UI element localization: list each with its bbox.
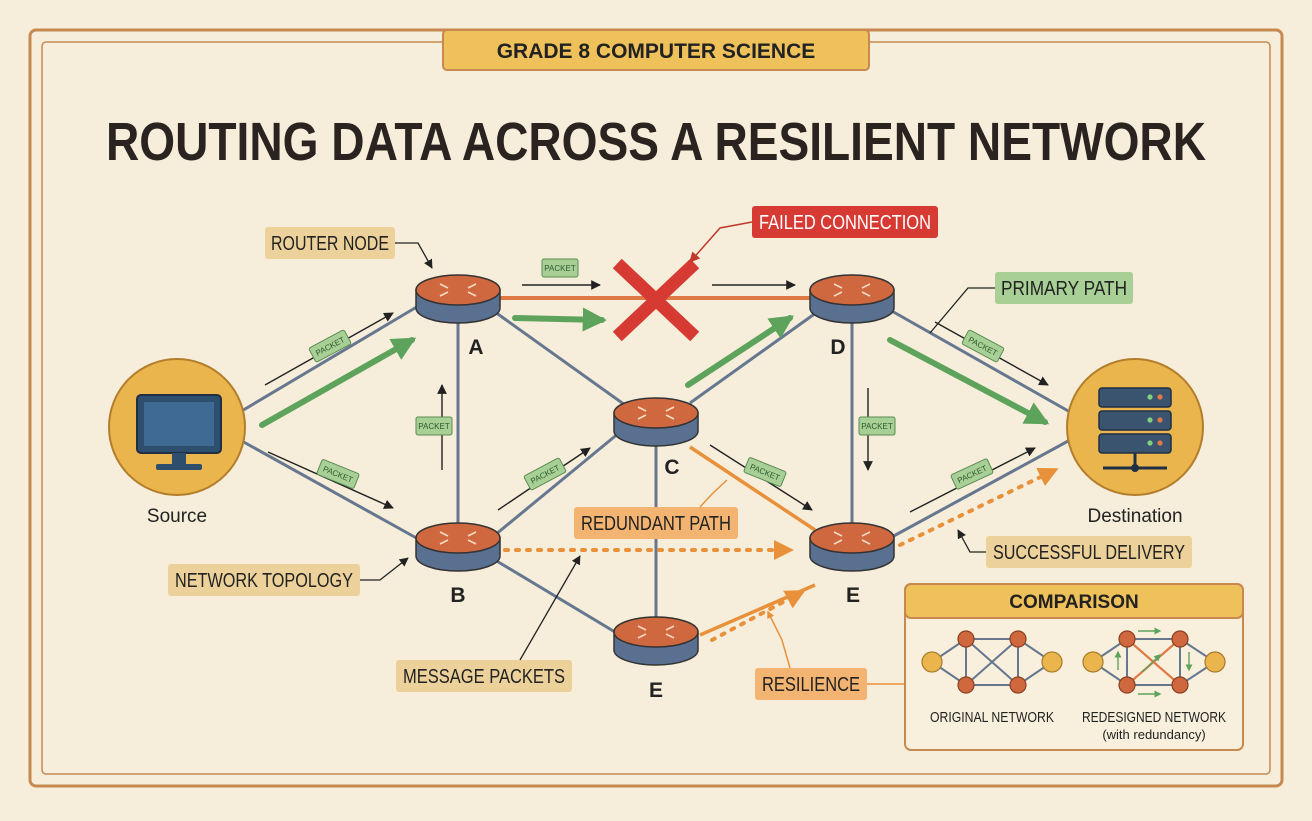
primary-arrow-source-a: [259, 337, 417, 428]
failed-connection-x-icon: [612, 258, 700, 342]
link-b-c: [494, 426, 626, 537]
svg-text:PACKET: PACKET: [418, 422, 450, 431]
source-node: [108, 358, 246, 496]
subject-text: GRADE 8 COMPUTER SCIENCE: [497, 40, 816, 63]
router-b: [415, 522, 501, 572]
callout-primary-path-text: PRIMARY PATH: [1001, 278, 1127, 300]
callout-redundant-path: REDUNDANT PATH: [574, 479, 738, 539]
comparison-title: COMPARISON: [1009, 592, 1138, 613]
link-c-eright-redundant: [689, 445, 816, 532]
router-arrows-icon: [637, 406, 675, 420]
redundant-arrow-ebottom-eright: [710, 590, 806, 642]
router-arrows-icon: [833, 283, 871, 297]
page-title: ROUTING DATA ACROSS A RESILIENT NETWORK: [106, 112, 1206, 172]
packet-tag: PACKET: [541, 258, 579, 278]
svg-text:PACKET: PACKET: [544, 264, 576, 273]
link-c-d: [689, 308, 821, 405]
router-arrows-icon: [833, 531, 871, 545]
primary-arrow-d-destination: [887, 337, 1050, 425]
comparison-redesigned-note: (with redundancy): [1102, 727, 1205, 742]
router-b-label: B: [450, 584, 465, 607]
callout-resilience: RESILIENCE: [755, 610, 905, 700]
callout-network-topology: NETWORK TOPOLOGY: [168, 557, 409, 596]
link-eright-destination: [889, 438, 1071, 540]
router-e-bottom: [613, 616, 699, 666]
redundant-arrow-e-destination: [898, 467, 1059, 547]
redundant-flow-arrows: [503, 467, 1059, 642]
link-source-b: [239, 438, 421, 542]
router-arrows-icon: [439, 283, 477, 297]
comparison-redesigned-label: REDESIGNED NETWORK: [1082, 709, 1226, 726]
router-d-label: D: [830, 336, 845, 359]
link-b-ebottom: [494, 558, 621, 637]
callout-message-packets-text: MESSAGE PACKETS: [403, 666, 565, 688]
callout-message-packets: MESSAGE PACKETS: [396, 555, 581, 692]
destination-label: Destination: [1087, 506, 1182, 527]
packet-tag: PACKET: [316, 459, 360, 489]
link-a-c: [494, 310, 626, 407]
redesigned-network-nodes: [1082, 630, 1226, 694]
router-e-bottom-label: E: [649, 679, 663, 702]
network-links: [239, 303, 1071, 637]
subject-banner: GRADE 8 COMPUTER SCIENCE: [442, 29, 870, 71]
source-label: Source: [147, 506, 207, 527]
callout-router-node: ROUTER NODE: [265, 227, 433, 269]
callout-failed-connection-text: FAILED CONNECTION: [759, 212, 931, 234]
packet-tag: PACKET: [415, 416, 453, 436]
primary-arrow-a-right: [512, 307, 607, 332]
callout-resilience-text: RESILIENCE: [762, 674, 860, 696]
router-arrows-icon: [637, 625, 675, 639]
router-e-right: [809, 522, 895, 572]
callout-successful-delivery-text: SUCCESSFUL DELIVERY: [993, 542, 1185, 564]
link-d-destination: [889, 308, 1071, 414]
svg-text:PACKET: PACKET: [861, 422, 893, 431]
comparison-original-label: ORIGINAL NETWORK: [930, 709, 1054, 726]
server-icon: [1098, 387, 1172, 472]
packet-tag: PACKET: [523, 457, 567, 491]
router-a-label: A: [468, 336, 483, 359]
callout-failed-connection: FAILED CONNECTION: [689, 206, 938, 263]
link-source-a: [239, 303, 421, 414]
callout-primary-path: PRIMARY PATH: [929, 272, 1133, 334]
packet-tag: PACKET: [858, 416, 896, 436]
packet-tag: PACKET: [743, 457, 787, 487]
packet-tag: PACKET: [961, 329, 1005, 363]
comparison-panel: COMPARISON ORIGINAL NETWORK: [904, 583, 1244, 751]
primary-flow-arrows: [259, 307, 1050, 428]
computer-monitor-icon: [136, 394, 222, 470]
router-c: [613, 397, 699, 447]
router-a: [415, 274, 501, 324]
router-d: [809, 274, 895, 324]
destination-node: [1066, 358, 1204, 496]
primary-arrow-c-d: [685, 315, 795, 388]
callout-redundant-path-text: REDUNDANT PATH: [581, 513, 731, 535]
redesigned-flow-arrows: [1114, 627, 1193, 698]
original-network-nodes: [921, 630, 1063, 694]
router-e-right-label: E: [846, 584, 860, 607]
router-c-label: C: [664, 456, 679, 479]
callout-router-node-text: ROUTER NODE: [271, 233, 389, 255]
callout-network-topology-text: NETWORK TOPOLOGY: [175, 570, 353, 592]
router-arrows-icon: [439, 531, 477, 545]
callout-successful-delivery: SUCCESSFUL DELIVERY: [957, 529, 1192, 568]
